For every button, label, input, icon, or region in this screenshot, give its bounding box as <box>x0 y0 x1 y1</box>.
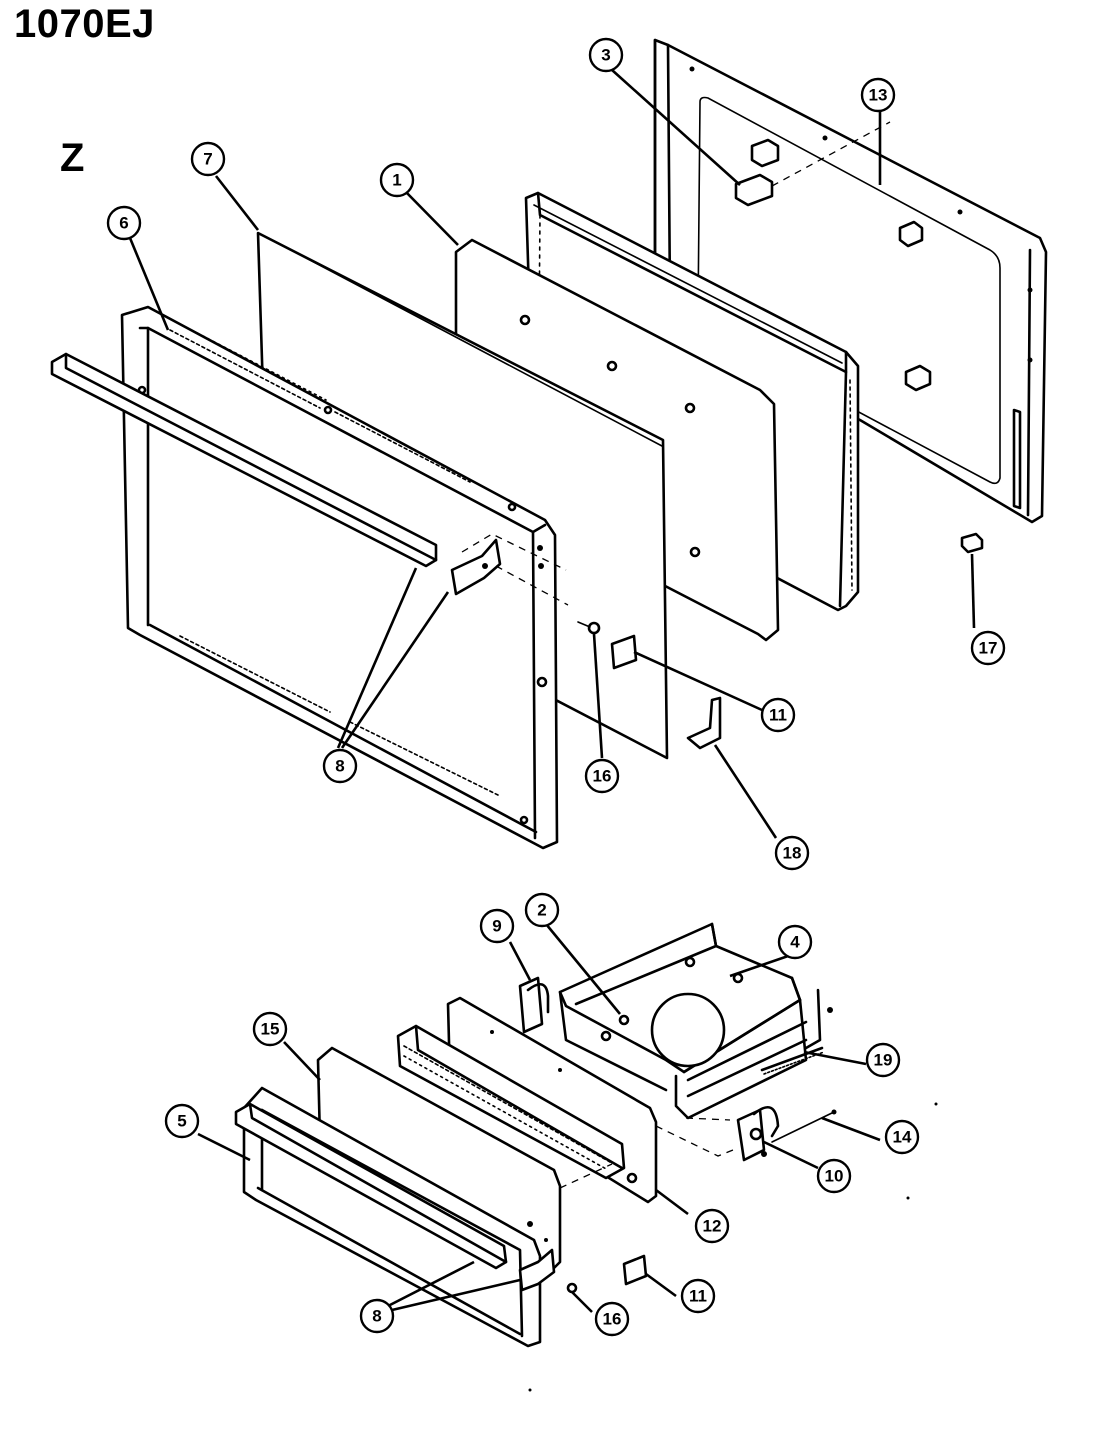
model-number: 1070EJ <box>14 2 155 46</box>
callout-7: 7 <box>190 141 226 177</box>
callout-11-upper: 11 <box>760 697 796 733</box>
svg-text:8: 8 <box>372 1307 381 1326</box>
callout-10: 10 <box>816 1158 852 1194</box>
callout-12: 12 <box>694 1208 730 1244</box>
svg-text:1: 1 <box>392 171 401 190</box>
part-16-screw-lower <box>566 1282 578 1294</box>
svg-text:3: 3 <box>601 46 610 65</box>
lower-construction-lines <box>528 1102 938 1392</box>
part-8-handle-upper <box>50 352 569 606</box>
svg-text:7: 7 <box>203 150 212 169</box>
part-17-clip <box>960 532 984 554</box>
svg-text:18: 18 <box>783 844 802 863</box>
part-18-bracket <box>686 696 722 750</box>
callout-16-lower: 16 <box>594 1301 630 1337</box>
part-8-handle-lower <box>234 1102 556 1292</box>
upper-leaders <box>128 69 976 839</box>
svg-text:5: 5 <box>177 1112 186 1131</box>
svg-text:9: 9 <box>492 917 501 936</box>
callout-8-upper: 8 <box>322 748 358 784</box>
drawer-insulation <box>396 1024 626 1180</box>
callout-19: 19 <box>865 1042 901 1078</box>
svg-text:12: 12 <box>703 1217 722 1236</box>
lower-leaders <box>197 923 881 1313</box>
callout-3: 3 <box>588 37 624 73</box>
part-9-hinge <box>518 976 550 1034</box>
svg-text:8: 8 <box>335 757 344 776</box>
svg-text:16: 16 <box>603 1310 622 1329</box>
part-11-label-lower <box>622 1254 648 1286</box>
part-4-drawer-body <box>558 922 833 1120</box>
section-letter: Z <box>60 136 85 180</box>
svg-text:10: 10 <box>825 1167 844 1186</box>
svg-text:2: 2 <box>537 901 546 920</box>
svg-text:11: 11 <box>769 706 787 725</box>
svg-text:6: 6 <box>119 214 128 233</box>
svg-text:19: 19 <box>874 1051 893 1070</box>
svg-text:16: 16 <box>593 767 612 786</box>
callout-9: 9 <box>479 908 515 944</box>
callout-5: 5 <box>164 1103 200 1139</box>
callout-13: 13 <box>860 77 896 113</box>
callout-4: 4 <box>777 924 813 960</box>
callout-16-upper: 16 <box>584 758 620 794</box>
callout-14: 14 <box>884 1119 920 1155</box>
svg-text:11: 11 <box>689 1287 707 1306</box>
svg-text:14: 14 <box>893 1128 912 1147</box>
callout-11-lower: 11 <box>680 1278 716 1314</box>
callout-1: 1 <box>379 162 415 198</box>
part-16-screw-upper <box>577 621 601 635</box>
svg-text:4: 4 <box>790 933 800 952</box>
part-19-rod <box>760 1046 825 1075</box>
svg-text:13: 13 <box>869 86 888 105</box>
svg-text:17: 17 <box>979 639 998 658</box>
part-13-door-liner <box>653 38 1048 524</box>
callout-6: 6 <box>106 205 142 241</box>
part-14-pin <box>771 1109 837 1143</box>
part-2-screw <box>618 1014 630 1026</box>
part-11-label-upper <box>610 634 638 670</box>
callout-17: 17 <box>970 630 1006 666</box>
callout-15: 15 <box>252 1011 288 1047</box>
callout-2: 2 <box>524 892 560 928</box>
part-10-slide-bracket <box>736 1105 780 1162</box>
callout-18: 18 <box>774 835 810 871</box>
svg-text:15: 15 <box>261 1020 280 1039</box>
callout-8-lower: 8 <box>359 1298 395 1334</box>
